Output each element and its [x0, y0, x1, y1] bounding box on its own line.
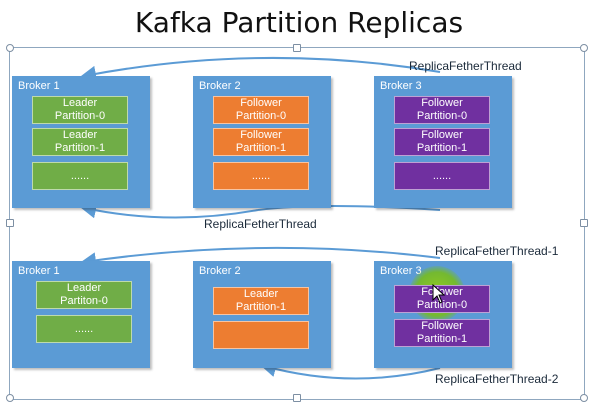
partition-name: Partition-0: [235, 110, 287, 122]
broker-label: Broker 3: [380, 265, 422, 277]
partition-role: Leader: [62, 129, 98, 141]
partition-role: Follower: [421, 129, 463, 141]
fetch-thread-1-arrow: [80, 246, 441, 269]
leader-partition-0: Leader Partition-0: [32, 96, 128, 124]
broker-label: Broker 3: [380, 80, 422, 92]
top-fetch-arrow: [80, 56, 441, 82]
partition-name: Partition-1: [235, 301, 287, 313]
bottom-fetch-arrow: [80, 202, 259, 219]
ellipsis-text: ......: [251, 169, 271, 182]
broker-label: Broker 2: [199, 265, 241, 277]
partition-name: Partition-1: [235, 142, 287, 154]
thread-label-1: ReplicaFetherThread-1: [435, 244, 559, 258]
bottom-fetch-arrow-left: [257, 205, 441, 211]
broker-2-top: Broker 2 Follower Partition-0 Follower P…: [193, 76, 331, 208]
resize-handle-middle-left[interactable]: [6, 219, 14, 227]
broker-label: Broker 1: [18, 265, 60, 277]
follower-partition-1: Follower Partition-1: [213, 128, 309, 156]
ellipsis-text: ......: [74, 322, 94, 335]
broker-label: Broker 2: [199, 80, 241, 92]
more-partitions: ......: [36, 315, 132, 343]
more-partitions: ......: [394, 162, 490, 190]
partition-role: Follower: [240, 129, 282, 141]
partition-name: Partition-1: [416, 142, 468, 154]
more-partitions: ......: [32, 162, 128, 190]
follower-partition-1: Follower Partition-1: [394, 128, 490, 156]
broker-label: Broker 1: [18, 80, 60, 92]
partition-name: Partition-1: [54, 142, 106, 154]
partition-role: Follower: [421, 97, 463, 109]
partition-name: Partition-0: [416, 110, 468, 122]
broker-1-bottom: Broker 1 Leader Partiton-0 ......: [12, 261, 150, 368]
resize-handle-top-center[interactable]: [293, 44, 301, 52]
follower-partition-0: Follower Partition-0: [213, 96, 309, 124]
follower-partition-1: Follower Partition-1: [394, 319, 490, 347]
thread-label-2: ReplicaFetherThread-2: [435, 372, 559, 386]
follower-partition-0: Follower Partition-0: [394, 96, 490, 124]
partition-role: Leader: [243, 288, 279, 300]
empty-partition-slot: [213, 321, 309, 349]
resize-handle-bottom-right[interactable]: [580, 394, 588, 402]
ellipsis-text: ......: [432, 169, 452, 182]
resize-handle-bottom-center[interactable]: [293, 394, 301, 402]
resize-handle-middle-right[interactable]: [580, 219, 588, 227]
partition-name: Partition-0: [54, 110, 106, 122]
partition-role: Follower: [421, 286, 463, 298]
leader-partition-0: Leader Partiton-0: [36, 281, 132, 309]
fetch-thread-2-arrow: [260, 361, 441, 380]
ellipsis-text: ......: [70, 169, 90, 182]
partition-name: Partition-1: [416, 333, 468, 345]
resize-handle-top-left[interactable]: [6, 44, 14, 52]
slide-title: Kafka Partition Replicas: [134, 6, 464, 39]
partition-role: Leader: [62, 97, 98, 109]
mouse-pointer-icon: [432, 284, 446, 304]
partition-role: Follower: [240, 97, 282, 109]
partition-name: Partition-0: [416, 299, 468, 311]
broker-3-top: Broker 3 Follower Partition-0 Follower P…: [374, 76, 512, 208]
resize-handle-top-right[interactable]: [580, 44, 588, 52]
resize-handle-bottom-left[interactable]: [6, 394, 14, 402]
partition-role: Leader: [66, 282, 102, 294]
leader-partition-1: Leader Partition-1: [213, 287, 309, 315]
partition-name: Partiton-0: [60, 295, 108, 307]
thread-label-top: ReplicaFetherThread: [409, 59, 522, 73]
broker-2-bottom: Broker 2 Leader Partition-1: [193, 261, 331, 368]
thread-label-middle: ReplicaFetherThread: [204, 217, 317, 231]
partition-role: Follower: [421, 320, 463, 332]
follower-partition-0: Follower Partition-0: [394, 285, 490, 313]
more-partitions: ......: [213, 162, 309, 190]
leader-partition-1: Leader Partition-1: [32, 128, 128, 156]
broker-1-top: Broker 1 Leader Partition-0 Leader Parti…: [12, 76, 150, 208]
broker-3-bottom: Broker 3 Follower Partition-0 Follower P…: [374, 261, 512, 368]
